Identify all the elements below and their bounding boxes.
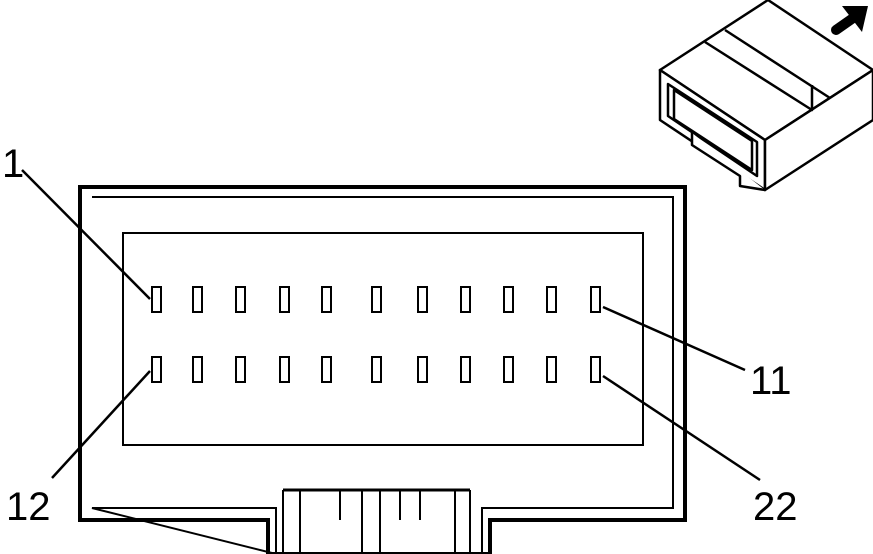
pin-18 bbox=[417, 356, 428, 383]
pin-label-11: 11 bbox=[750, 359, 792, 403]
pin-21 bbox=[546, 356, 557, 383]
pin-6 bbox=[371, 286, 382, 313]
pin-17 bbox=[371, 356, 382, 383]
connector-housing bbox=[78, 185, 687, 554]
pin-4 bbox=[279, 286, 290, 313]
connector-3d-view-icon bbox=[658, 0, 873, 192]
leader-line-22 bbox=[602, 374, 761, 482]
pin-11 bbox=[590, 286, 601, 313]
pin-14 bbox=[235, 356, 246, 383]
pin-8 bbox=[460, 286, 471, 313]
pin-row-top bbox=[151, 286, 601, 313]
pin-15 bbox=[279, 356, 290, 383]
pin-label-12: 12 bbox=[6, 485, 51, 529]
pin-19 bbox=[460, 356, 471, 383]
pin-16 bbox=[321, 356, 332, 383]
pin-12 bbox=[151, 356, 162, 383]
pin-2 bbox=[192, 286, 203, 313]
pin-22 bbox=[590, 356, 601, 383]
leader-line-11 bbox=[602, 305, 746, 372]
pin-cavity bbox=[122, 232, 644, 446]
pin-10 bbox=[546, 286, 557, 313]
pin-label-22: 22 bbox=[753, 485, 798, 529]
pin-5 bbox=[321, 286, 332, 313]
pin-9 bbox=[503, 286, 514, 313]
leader-line-1 bbox=[21, 169, 151, 300]
pin-1 bbox=[151, 286, 162, 313]
leader-lines bbox=[21, 169, 761, 482]
pin-7 bbox=[417, 286, 428, 313]
arrow-up-right-icon bbox=[831, 6, 868, 35]
pin-20 bbox=[503, 356, 514, 383]
pin-13 bbox=[192, 356, 203, 383]
pin-3 bbox=[235, 286, 246, 313]
leader-line-12 bbox=[51, 370, 151, 479]
pin-label-1: 1 bbox=[2, 142, 24, 186]
pin-row-bottom bbox=[151, 356, 601, 383]
